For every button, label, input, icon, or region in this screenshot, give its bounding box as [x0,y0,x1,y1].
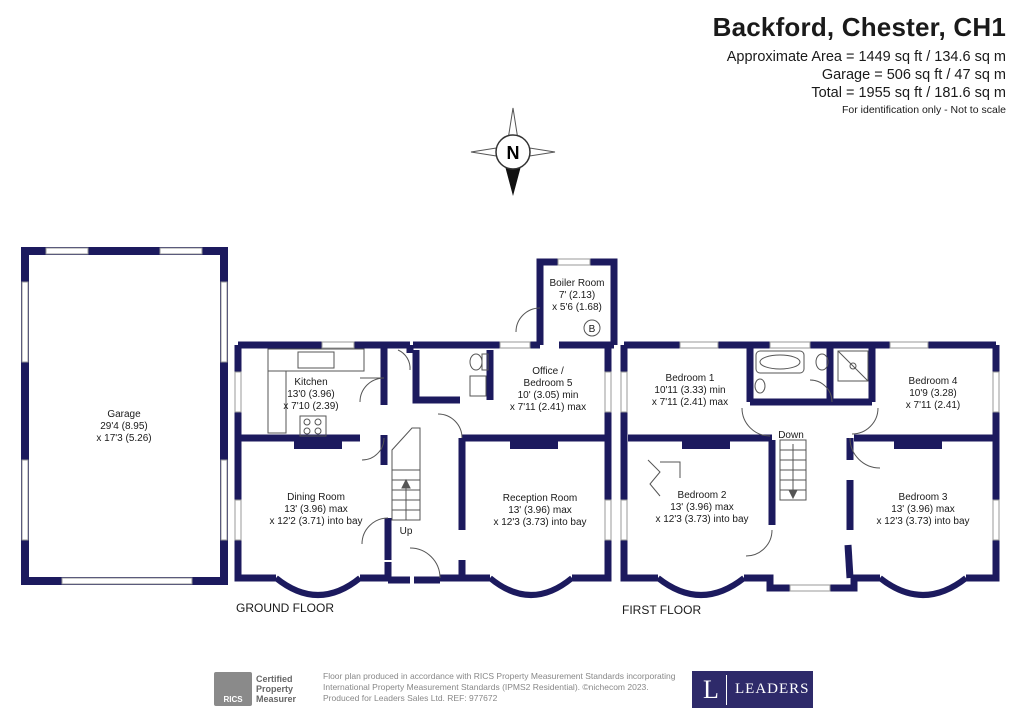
leaders-logo-letter: L [696,674,727,705]
dining-bay [274,575,362,598]
svg-text:Bedroom 1: Bedroom 1 [666,373,715,384]
bedroom2-bay [656,575,746,598]
rics-badge-text: RICS [223,695,243,704]
first-floor-label: FIRST FLOOR [622,603,701,617]
rics-line-2: Property [256,684,294,694]
svg-text:10'11 (3.33) min: 10'11 (3.33) min [654,385,725,396]
bedroom4-label: Bedroom 4 10'9 (3.28) x 7'11 (2.41) [906,376,961,411]
svg-text:10'9 (3.28): 10'9 (3.28) [909,388,957,399]
garage-windows [21,247,228,585]
first-windows [620,341,1000,592]
svg-text:Dining Room: Dining Room [287,492,345,503]
first-stairs [779,439,807,501]
bathroom-fixtures [754,350,869,394]
footer-line-3: Produced for Leaders Sales Ltd. REF: 977… [323,693,498,703]
svg-text:Garage: Garage [107,409,141,420]
rics-certified-text: Certified Property Measurer [256,674,296,704]
approximate-area: Approximate Area = 1449 sq ft / 134.6 sq… [726,49,1006,65]
compass-icon: N [470,107,556,196]
svg-text:29'4 (8.95): 29'4 (8.95) [100,421,148,432]
bedroom2-chimney [682,440,730,449]
svg-text:Bedroom 3: Bedroom 3 [899,492,948,503]
bedroom3-chimney [894,440,942,449]
svg-text:13' (3.96) max: 13' (3.96) max [508,505,572,516]
ground-windows [234,258,612,541]
property-title: Backford, Chester, CH1 [712,12,1006,42]
svg-text:x 17'3 (5.26): x 17'3 (5.26) [96,433,151,444]
footer-disclaimer: Floor plan produced in accordance with R… [323,671,703,704]
boiler-room-label: Boiler Room 7' (2.13) x 5'6 (1.68) [549,278,604,313]
svg-text:Bedroom 4: Bedroom 4 [909,376,958,387]
kitchen-units [267,348,365,437]
kitchen-label: Kitchen 13'0 (3.96) x 7'10 (2.39) [283,377,338,412]
svg-text:x 7'11 (2.41): x 7'11 (2.41) [906,400,961,411]
ground-floor-label: GROUND FLOOR [236,601,334,615]
footer-line-2: International Property Measurement Stand… [323,682,649,692]
garage-area: Garage = 506 sq ft / 47 sq m [821,67,1006,83]
svg-text:Reception Room: Reception Room [503,493,577,504]
rics-certification: RICS Certified Property Measurer [214,671,318,707]
rics-logo-icon: RICS [214,672,252,706]
svg-text:Kitchen: Kitchen [294,377,327,388]
svg-text:7' (2.13): 7' (2.13) [559,290,595,301]
bedroom3-bay [878,575,968,598]
ground-stairs [391,427,421,521]
rics-line-1: Certified [256,674,293,684]
rics-line-3: Measurer [256,694,297,704]
reception-room-label: Reception Room 13' (3.96) max x 12'3 (3.… [493,493,586,528]
leaders-logo-name: LEADERS [735,681,810,697]
first-doors [647,379,881,557]
svg-text:Office /: Office / [532,366,564,377]
svg-text:x 7'10 (2.39): x 7'10 (2.39) [283,401,338,412]
reception-bay [488,575,574,598]
dining-room-label: Dining Room 13' (3.96) max x 12'2 (3.71)… [269,492,362,527]
bedroom3-label: Bedroom 3 13' (3.96) max x 12'3 (3.73) i… [876,492,969,527]
svg-text:x 12'3 (3.73) into bay: x 12'3 (3.73) into bay [655,514,748,525]
ground-doors [359,307,541,579]
svg-text:13' (3.96) max: 13' (3.96) max [670,502,734,513]
svg-text:Boiler Room: Boiler Room [549,278,604,289]
svg-text:10' (3.05) min: 10' (3.05) min [518,390,579,401]
bedroom2-label: Bedroom 2 13' (3.96) max x 12'3 (3.73) i… [655,490,748,525]
garage-label: Garage 29'4 (8.95) x 17'3 (5.26) [96,409,151,444]
svg-text:x 7'11 (2.41) max: x 7'11 (2.41) max [652,397,728,408]
svg-text:13'0 (3.96): 13'0 (3.96) [287,389,335,400]
dining-chimney [294,440,342,449]
bedroom1-label: Bedroom 1 10'11 (3.33) min x 7'11 (2.41)… [652,373,728,408]
office-label: Office / Bedroom 5 10' (3.05) min x 7'11… [510,366,586,413]
leaders-logo: L LEADERS [692,671,813,708]
svg-text:Bedroom 5: Bedroom 5 [524,378,573,389]
svg-text:13' (3.96) max: 13' (3.96) max [284,504,348,515]
svg-text:x 12'2 (3.71) into bay: x 12'2 (3.71) into bay [269,516,362,527]
ground-wc-fixtures [469,353,489,397]
svg-text:Bedroom 2: Bedroom 2 [678,490,727,501]
svg-text:13' (3.96) max: 13' (3.96) max [891,504,955,515]
footer-line-1: Floor plan produced in accordance with R… [323,671,676,681]
boiler-marker: B [589,324,596,335]
total-area: Total = 1955 sq ft / 181.6 sq m [811,85,1006,101]
svg-text:x 5'6 (1.68): x 5'6 (1.68) [552,302,602,313]
svg-text:x 7'11 (2.41) max: x 7'11 (2.41) max [510,402,586,413]
stairs-down-label: Down [778,430,804,441]
stairs-up-label: Up [400,526,413,537]
boiler-marker-icon [583,319,601,337]
compass-letter: N [507,143,520,163]
reception-chimney [510,440,558,449]
svg-text:x 12'3 (3.73) into bay: x 12'3 (3.73) into bay [876,516,969,527]
svg-text:x 12'3 (3.73) into bay: x 12'3 (3.73) into bay [493,517,586,528]
identification-note: For identification only - Not to scale [842,104,1006,116]
